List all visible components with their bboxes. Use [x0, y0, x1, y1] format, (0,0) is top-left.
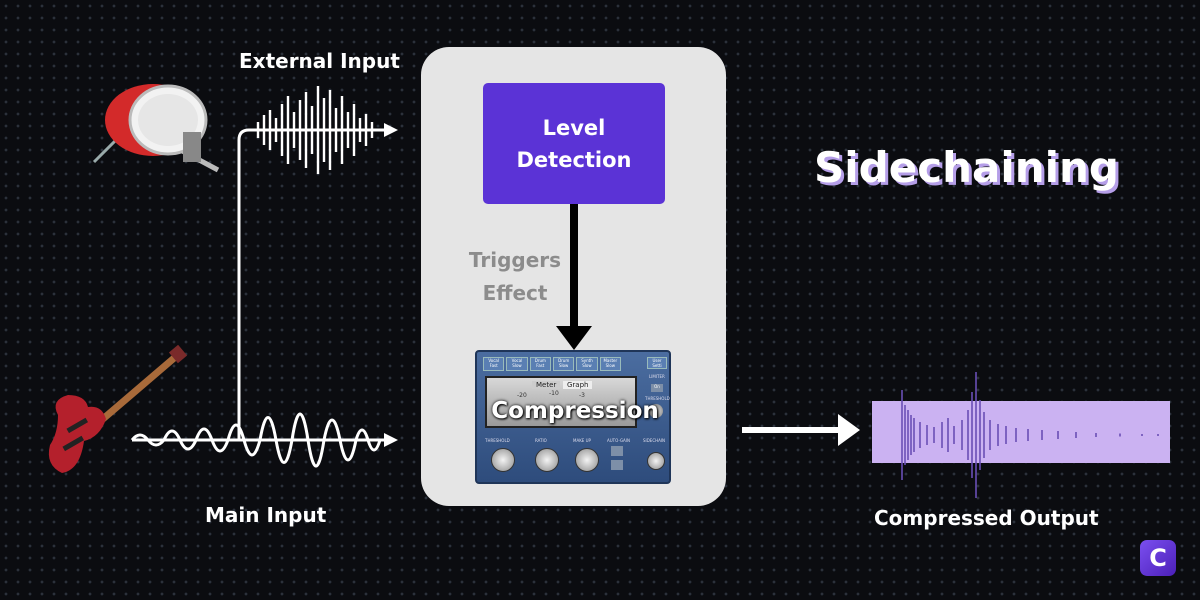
level-detection-box: Level Detection	[483, 83, 665, 204]
scale-tick: -3	[579, 392, 585, 399]
page-title: Sidechaining	[814, 143, 1119, 192]
knob-label: THRESHOLD	[485, 438, 510, 443]
sidechain-knob	[647, 452, 665, 470]
triggers-effect-label: Triggers Effect	[468, 248, 562, 305]
main-waveform	[130, 412, 382, 468]
main-input-label: Main Input	[205, 503, 327, 527]
limiter-threshold-label: THRESHOLD	[645, 396, 670, 401]
main-arrow-head	[384, 433, 398, 447]
preset-button: Vocal Fast	[483, 357, 505, 371]
compressed-output-label: Compressed Output	[874, 506, 1099, 530]
knob-label: MAKE UP	[573, 438, 591, 443]
preset-button: Drum Fast	[529, 357, 551, 371]
preset-button: Synth Slow	[576, 357, 598, 371]
sidechain-route-line	[237, 128, 386, 440]
preset-row: Vocal Fast Vocal Slow Drum Fast Drum Slo…	[483, 357, 621, 371]
knob-label: SIDECHAIN	[643, 438, 666, 443]
graph-tab: Graph	[563, 381, 593, 389]
bass-drum-icon	[92, 84, 220, 173]
output-waveform-panel	[872, 401, 1170, 463]
makeup-knob	[575, 448, 599, 472]
compression-label: Compression	[491, 398, 659, 424]
compressed-output-waveform	[901, 372, 1159, 498]
meter-display: Meter Graph -20 -10 -3	[485, 376, 637, 428]
ratio-knob	[535, 448, 559, 472]
user-settings-button: User Setti	[647, 357, 667, 369]
threshold-knob	[491, 448, 515, 472]
limiter-knob	[649, 404, 663, 418]
level-detection-label: Level Detection	[516, 115, 632, 172]
output-arrow-head	[838, 414, 860, 446]
auto-gain-button	[611, 446, 623, 456]
meter-tab: Meter	[532, 381, 561, 389]
auto-gain-button	[611, 460, 623, 470]
knob-label: RATIO	[535, 438, 547, 443]
knob-label: AUTO-GAIN	[607, 438, 630, 443]
preset-button: Drum Slow	[552, 357, 575, 371]
external-waveform	[256, 86, 374, 174]
bass-guitar-icon	[48, 345, 188, 473]
external-arrow-head	[384, 123, 398, 137]
preset-button: Vocal Slow	[506, 357, 528, 371]
trigger-arrow-head	[556, 326, 592, 350]
preset-button: Master Slow	[599, 357, 621, 371]
external-input-label: External Input	[239, 49, 400, 73]
brand-logo: C	[1140, 540, 1176, 576]
scale-tick: -10	[549, 390, 559, 397]
limiter-on-button: On	[651, 384, 663, 392]
scale-tick: -20	[517, 392, 527, 399]
compressor-plugin: Vocal Fast Vocal Slow Drum Fast Drum Slo…	[475, 350, 671, 484]
limiter-label: LIMITER	[649, 374, 665, 379]
